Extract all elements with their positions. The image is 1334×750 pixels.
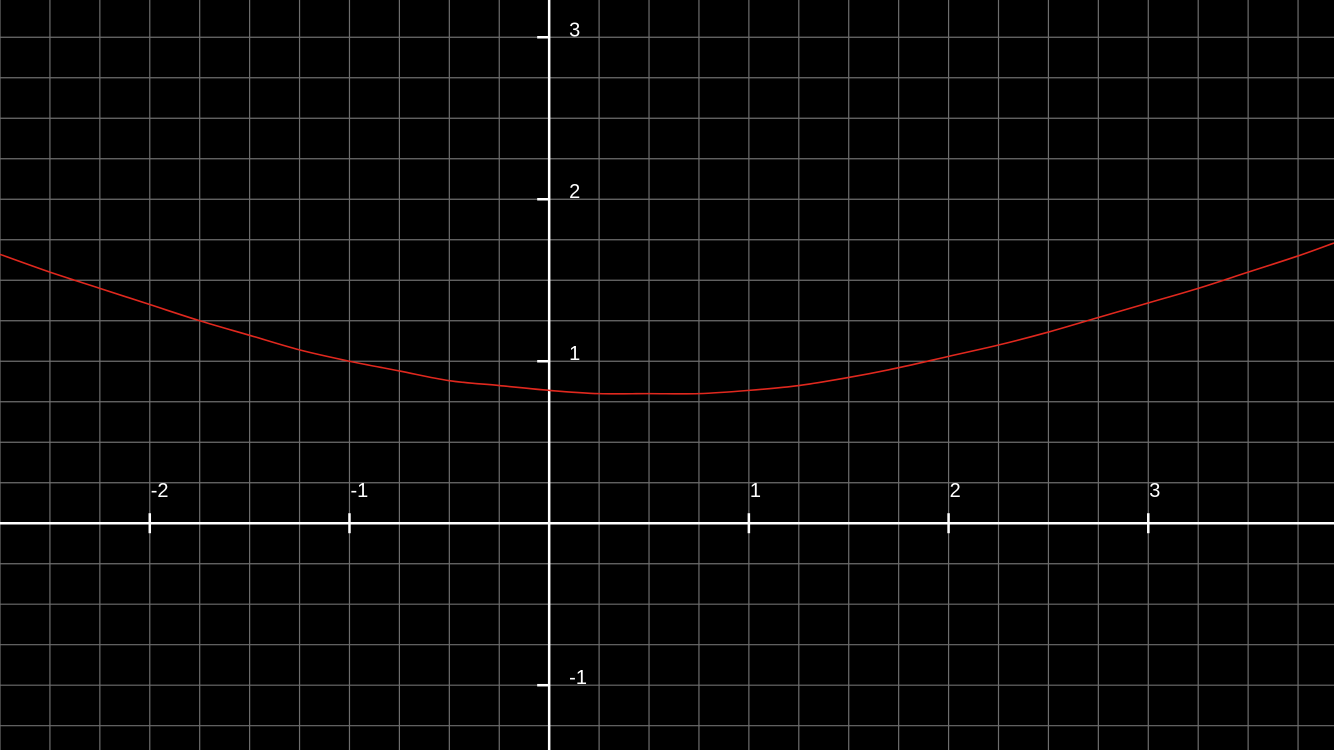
x-tick-label: -2 xyxy=(151,480,169,502)
y-tick-label: 1 xyxy=(569,343,580,365)
x-tick-label: 3 xyxy=(1149,480,1160,502)
y-tick-label: -1 xyxy=(569,667,587,689)
series-line xyxy=(0,242,1334,395)
ticks xyxy=(148,36,1150,687)
tick-labels: -2 -1 1 2 3 -1 1 2 3 xyxy=(151,19,1161,689)
x-tick-label: -1 xyxy=(350,480,368,502)
y-tick-label: 2 xyxy=(569,181,580,203)
series xyxy=(0,242,1334,395)
y-tick-label: 3 xyxy=(569,19,580,41)
x-tick-label: 2 xyxy=(950,480,961,502)
x-tick-label: 1 xyxy=(750,480,761,502)
